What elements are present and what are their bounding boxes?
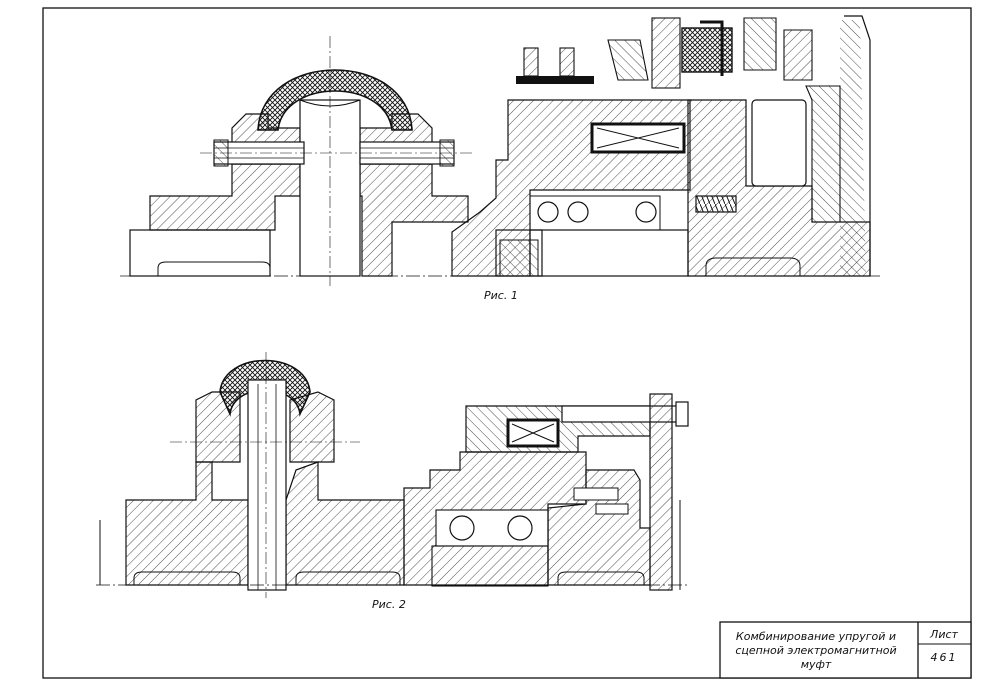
figure-1: Рис. 1 — [120, 15, 880, 302]
fig1-chain-plate — [516, 76, 594, 84]
fig2-right-hub — [285, 461, 405, 586]
sheet-number: 461 — [931, 651, 958, 664]
fig2-shaft — [247, 379, 287, 591]
figure-2-caption: Рис. 2 — [372, 598, 406, 611]
fig1-spring — [695, 195, 737, 213]
fig1-left-hub — [149, 163, 301, 231]
fig1-elastic-tire — [257, 69, 413, 131]
figure-2: Рис. 2 — [96, 352, 690, 611]
fig1-left-shaft-bore — [129, 229, 271, 277]
fig2-left-hub — [125, 461, 249, 586]
fig1-right-hub — [359, 163, 469, 277]
fig1-bearing-ball — [537, 201, 559, 223]
title-block: Комбинирование упругой и сцепной электро… — [719, 621, 972, 679]
title-line-3: муфт — [801, 658, 832, 671]
fig2-bearing-ball — [449, 515, 475, 541]
figure-1-caption: Рис. 1 — [484, 289, 518, 302]
sheet-label: Лист — [929, 628, 958, 641]
title-line-2: сцепной электромагнитной — [735, 644, 896, 657]
sheet-frame — [42, 7, 972, 679]
title-line-1: Комбинирование упругой и — [736, 630, 896, 643]
